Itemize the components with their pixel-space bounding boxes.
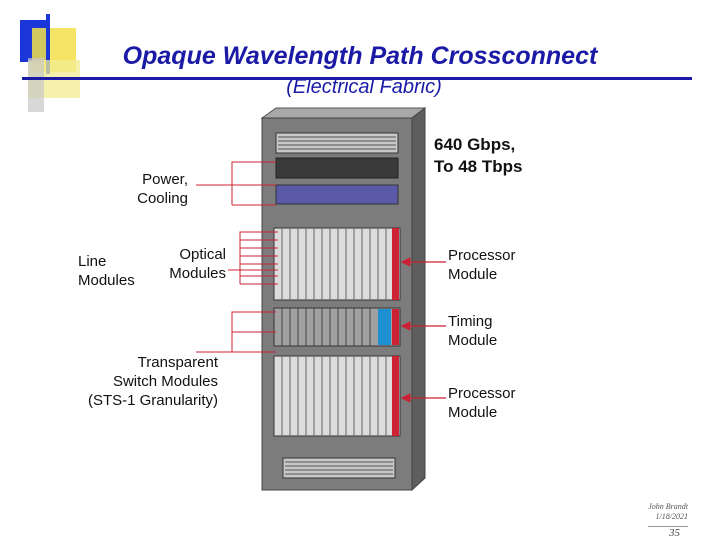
processor-card-bottom xyxy=(392,356,399,436)
switch-modules-bracket xyxy=(196,311,276,353)
top-vent xyxy=(275,132,399,154)
timing-line-2: Module xyxy=(448,332,498,349)
upper-card-cage xyxy=(273,227,401,301)
corner-decoration xyxy=(0,0,90,115)
footer-date: 1/18/2021 xyxy=(655,512,688,521)
fan-tray xyxy=(275,184,399,205)
power-supply xyxy=(275,157,399,179)
deco-blue-bar xyxy=(46,14,50,74)
power-line-2: Cooling xyxy=(137,190,188,207)
footer-rule xyxy=(648,526,688,527)
switch-line-2: Switch Modules xyxy=(112,373,218,390)
timing-line-1: Timing xyxy=(448,313,493,330)
slide-title: Opaque Wavelength Path Crossconnect xyxy=(122,42,598,70)
optical-line-2: Modules xyxy=(169,265,226,282)
processor-module-top-label: Processor Module xyxy=(448,246,516,284)
timing-card xyxy=(378,309,391,345)
capacity-line-2: To 48 Tbps xyxy=(434,157,523,176)
page-number: 35 xyxy=(669,527,680,539)
processor-card-top xyxy=(392,228,399,300)
processor-module-bottom-label: Processor Module xyxy=(448,384,516,422)
deco-grey-bar xyxy=(28,58,44,112)
switch-line-3: (STS-1 Granularity) xyxy=(87,392,218,409)
power-cooling-label: Power, Cooling xyxy=(112,170,188,208)
processor-top-line-2: Module xyxy=(448,266,498,283)
switch-red-card xyxy=(392,309,399,345)
chassis-top xyxy=(260,107,427,119)
optical-line-1: Optical xyxy=(179,246,226,263)
capacity-label: 640 Gbps, To 48 Tbps xyxy=(434,134,522,178)
chassis-side xyxy=(411,106,426,492)
optical-modules-fanout xyxy=(228,231,278,285)
capacity-line-1: 640 Gbps, xyxy=(434,135,516,154)
processor-bottom-line-1: Processor xyxy=(448,385,516,402)
bottom-vent xyxy=(282,457,396,479)
switch-line-1: Transparent xyxy=(137,354,218,371)
lower-card-cage xyxy=(273,355,401,437)
processor-bottom-line-2: Module xyxy=(448,404,498,421)
timing-module-label: Timing Module xyxy=(448,312,497,350)
footer-info: John Brandt 1/18/2021 xyxy=(610,502,688,522)
slide-subtitle: (Electrical Fabric) xyxy=(286,76,442,98)
optical-modules-label: Optical Modules xyxy=(152,245,226,283)
line-modules-label: Line Modules xyxy=(78,252,135,290)
switch-modules-label: Transparent Switch Modules (STS-1 Granul… xyxy=(60,353,218,410)
power-line-1: Power, xyxy=(142,171,188,188)
title-rule xyxy=(22,77,692,80)
switch-cage xyxy=(273,307,401,347)
line-line-2: Modules xyxy=(78,272,135,289)
power-cooling-bracket xyxy=(196,161,276,206)
line-line-1: Line xyxy=(78,253,107,270)
footer-author: John Brandt xyxy=(648,502,688,511)
processor-top-line-1: Processor xyxy=(448,247,516,264)
